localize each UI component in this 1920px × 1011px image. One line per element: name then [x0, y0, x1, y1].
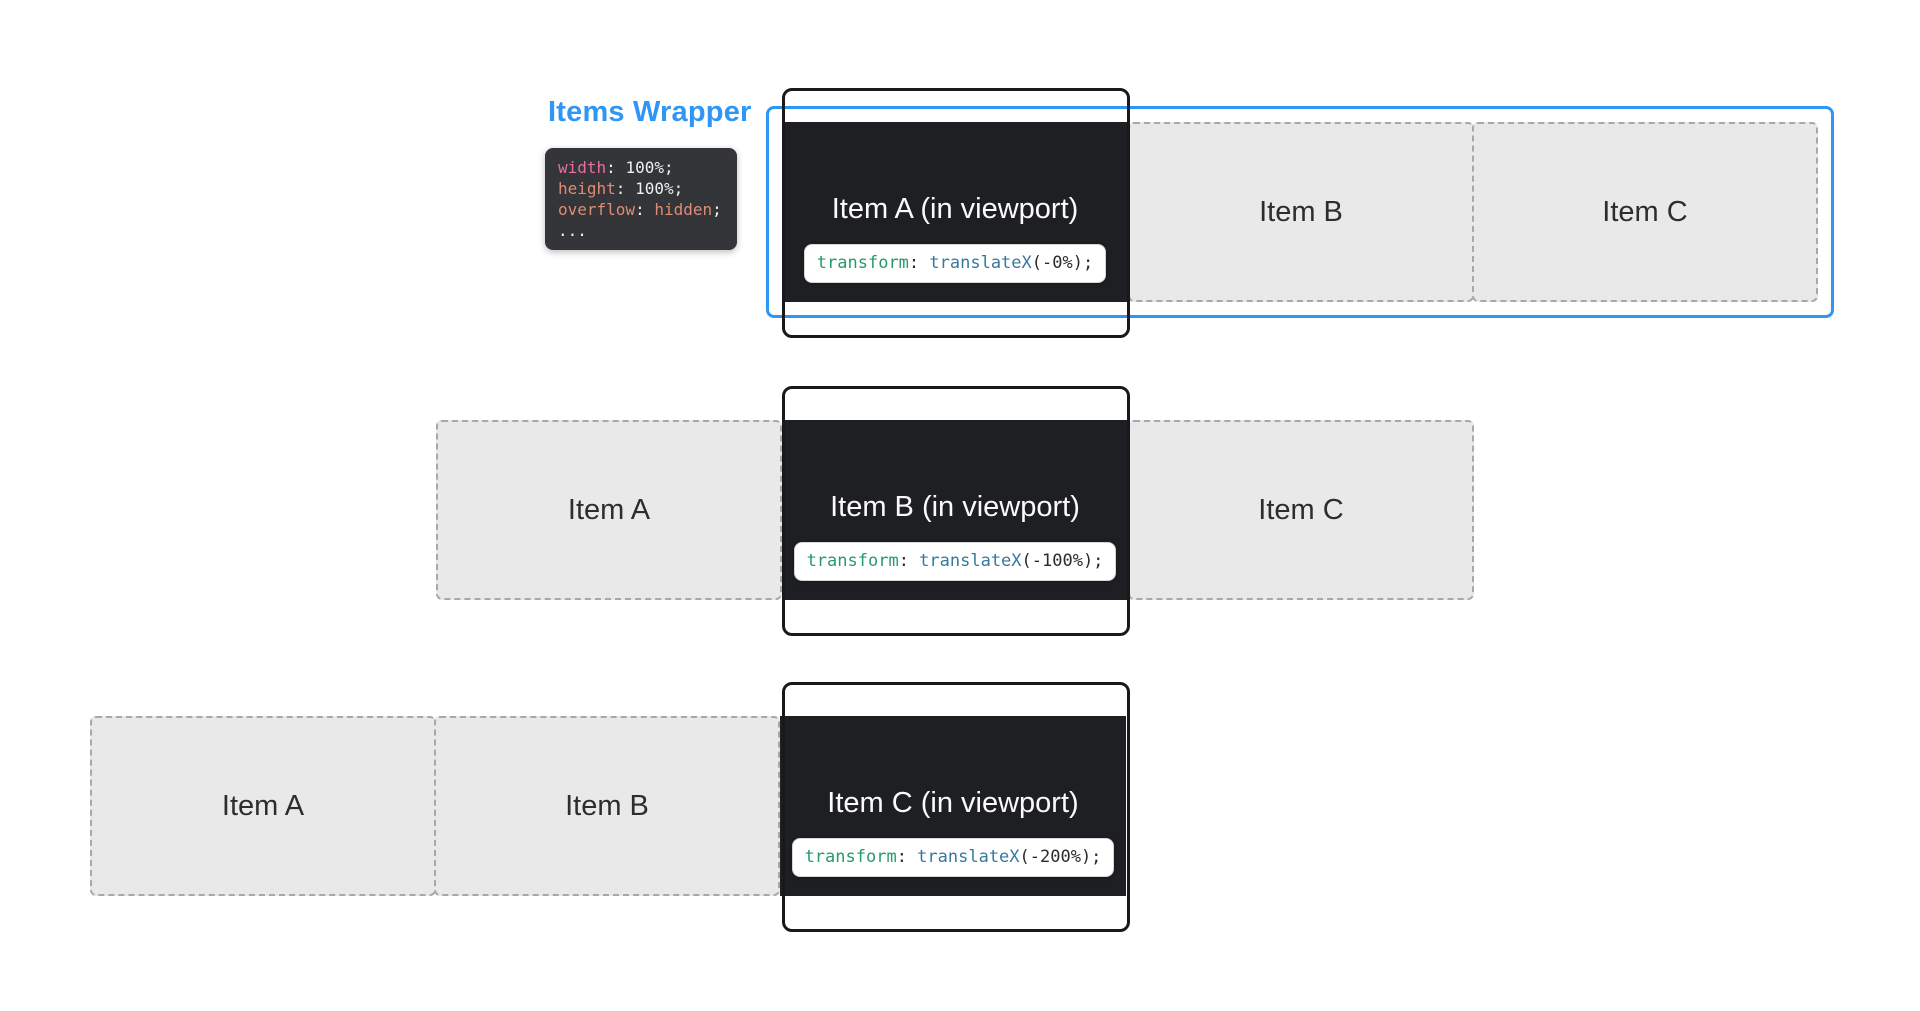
- items-track: Item A Item B Item C (in viewport) trans…: [90, 716, 1126, 896]
- carousel-state-row-3: Item A Item B Item C (in viewport) trans…: [0, 682, 1920, 932]
- carousel-state-row-2: Item A Item B (in viewport) transform: t…: [0, 386, 1920, 636]
- item-title: Item B (in viewport): [830, 491, 1080, 523]
- items-wrapper-label: Items Wrapper: [548, 96, 752, 128]
- items-track: Item A Item B (in viewport) transform: t…: [436, 420, 1474, 600]
- item-label: Item B: [565, 789, 649, 822]
- item-label: Item A: [221, 789, 305, 822]
- item-b-ghost: Item B: [434, 716, 780, 896]
- viewport-frame: [782, 386, 1130, 636]
- item-title: Item A (in viewport): [831, 193, 1079, 225]
- css-line-ellipsis: ...: [558, 221, 587, 240]
- item-label: Item C: [1602, 195, 1688, 228]
- items-track: Item A (in viewport) transform: translat…: [782, 122, 1818, 302]
- item-a-ghost: Item A: [436, 420, 782, 600]
- code-function: translateX: [929, 253, 1032, 273]
- item-label: Item B: [1259, 195, 1343, 228]
- transform-code-pill: transform: translateX(-0%);: [803, 244, 1107, 283]
- transform-code-pill: transform: translateX(-100%);: [793, 542, 1117, 581]
- transform-code-pill: transform: translateX(-200%);: [791, 838, 1115, 877]
- css-property: width: [558, 158, 607, 177]
- code-property: transform: [804, 847, 897, 867]
- css-line-width: width: 100%;: [558, 158, 674, 177]
- item-label: Item C: [1258, 493, 1344, 526]
- css-line-overflow: overflow: hidden;: [558, 200, 722, 219]
- css-value: hidden: [654, 200, 713, 219]
- item-c-ghost: Item C: [1472, 122, 1818, 302]
- item-b-active: Item B (in viewport) transform: translat…: [782, 420, 1128, 600]
- code-function: translateX: [917, 847, 1020, 867]
- item-a-active: Item A (in viewport) transform: translat…: [782, 122, 1128, 302]
- carousel-state-row-1: Item A (in viewport) transform: translat…: [0, 88, 1920, 338]
- item-c-active: Item C (in viewport) transform: translat…: [780, 716, 1126, 896]
- wrapper-css-code-block: width: 100%; height: 100%; overflow: hid…: [545, 148, 737, 250]
- css-line-height: height: 100%;: [558, 179, 684, 198]
- item-title: Item C (in viewport): [827, 787, 1079, 819]
- css-value: 100%;: [635, 179, 684, 198]
- viewport-frame: [782, 88, 1130, 338]
- item-a-ghost: Item A: [90, 716, 436, 896]
- code-function: translateX: [919, 551, 1022, 571]
- code-property: transform: [806, 551, 899, 571]
- item-label: Item A: [567, 493, 651, 526]
- viewport-frame: [782, 682, 1130, 932]
- item-b-ghost: Item B: [1128, 122, 1474, 302]
- items-wrapper-outline: [766, 106, 1834, 318]
- css-value: 100%;: [625, 158, 674, 177]
- code-property: transform: [816, 253, 909, 273]
- css-property: overflow: [558, 200, 636, 219]
- css-property: height: [558, 179, 616, 198]
- item-c-ghost: Item C: [1128, 420, 1474, 600]
